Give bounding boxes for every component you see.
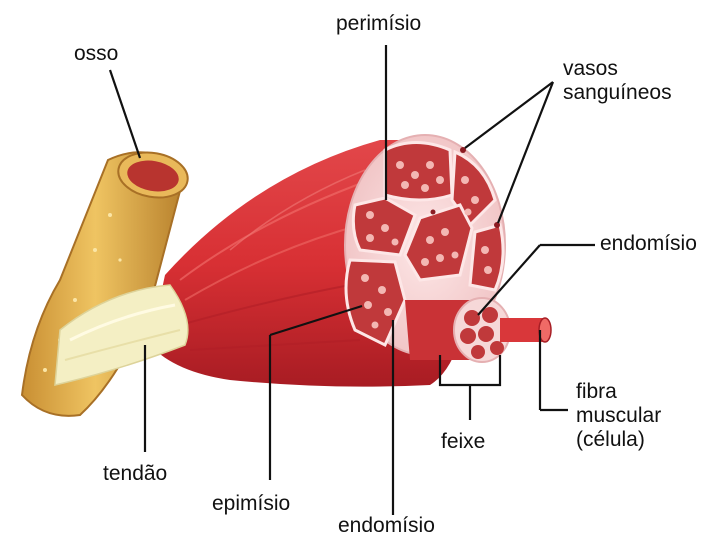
label-endomisio-right: endomísio: [600, 232, 697, 256]
label-endomisio-bottom: endomísio: [338, 514, 435, 538]
label-vasos-sanguineos: vasos sanguíneos: [563, 57, 672, 105]
label-feixe: feixe: [441, 430, 485, 454]
label-perimisio: perimísio: [336, 12, 421, 36]
label-fibra-line2: muscular: [576, 404, 661, 428]
label-fibra-line1: fibra: [576, 380, 661, 404]
bundle: [405, 298, 510, 362]
muscle-fiber: [500, 318, 551, 342]
label-fibra-line3: (célula): [576, 428, 661, 452]
label-fibra-muscular: fibra muscular (célula): [576, 380, 661, 452]
label-vasos-line1: vasos: [563, 57, 672, 81]
label-tendao: tendão: [103, 462, 167, 486]
label-vasos-line2: sanguíneos: [563, 81, 672, 105]
label-osso: osso: [74, 42, 118, 66]
label-epimisio: epimísio: [212, 492, 290, 516]
